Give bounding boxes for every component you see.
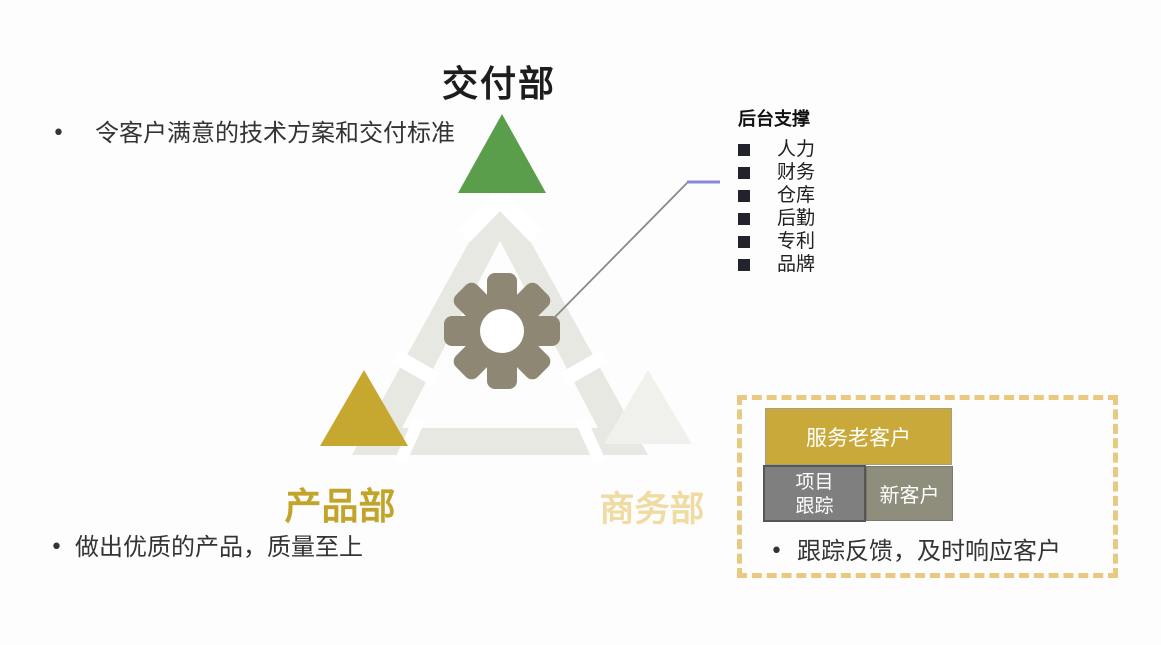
flow-box-project-tracking: 项目 跟踪 (763, 465, 866, 522)
delivery-dept-title: 交付部 (441, 64, 556, 105)
flow-box-serve-old-customers: 服务老客户 (765, 408, 952, 465)
list-item: 后勤 (738, 207, 888, 230)
list-item: 人力 (738, 138, 888, 161)
support-item-label: 专利 (777, 230, 816, 252)
ring-arrowhead-top (471, 211, 529, 247)
ring-gap-bottom-left (394, 417, 425, 465)
delivery-triangle (458, 114, 546, 193)
square-bullet-icon (738, 166, 750, 179)
support-panel: 后台支撑 人力 财务 仓库 后勤 专利 品牌 (738, 105, 888, 276)
connector-line (552, 181, 689, 320)
flow-box-project-tracking-line2: 跟踪 (795, 494, 834, 517)
list-item: 仓库 (738, 184, 888, 207)
dot-bullet-icon: • (50, 535, 63, 560)
square-bullet-icon (738, 235, 750, 248)
support-item-label: 品牌 (777, 253, 816, 275)
delivery-bullet: • 令客户满意的技术方案和交付标准 (52, 118, 512, 150)
dot-bullet-icon: • (770, 539, 783, 564)
dot-bullet-icon: • (52, 121, 65, 146)
square-bullet-icon (738, 143, 750, 156)
square-bullet-icon (738, 258, 750, 271)
flow-box-project-tracking-line1: 项目 (795, 470, 834, 493)
list-item: 专利 (738, 230, 888, 253)
product-bullet: • 做出优质的产品，质量至上 (50, 532, 470, 564)
business-bullet-text: 跟踪反馈，及时响应客户 (796, 537, 1061, 565)
ring-gap-bottom-right (575, 417, 606, 465)
product-triangle (320, 370, 408, 446)
support-item-label: 财务 (777, 161, 816, 183)
support-panel-title: 后台支撑 (738, 109, 810, 130)
ring-gap-left (391, 349, 441, 387)
support-item-label: 人力 (777, 138, 816, 160)
flow-box-new-customers: 新客户 (866, 466, 953, 521)
square-bullet-icon (738, 189, 750, 202)
ring-gap-top (457, 186, 543, 242)
product-dept-label: 产品部 (284, 485, 396, 528)
ring-gap-right (559, 349, 609, 387)
square-bullet-icon (738, 212, 750, 225)
business-flow-box: 服务老客户 项目 跟踪 新客户 • 跟踪反馈，及时响应客户 (737, 395, 1118, 578)
list-item: 品牌 (738, 253, 888, 276)
business-bullet: • 跟踪反馈，及时响应客户 (770, 536, 1100, 568)
business-triangle (604, 370, 692, 444)
support-item-label: 仓库 (777, 184, 816, 206)
gear-icon (444, 273, 560, 389)
business-dept-label: 商务部 (599, 490, 705, 530)
support-item-label: 后勤 (777, 207, 816, 229)
product-bullet-text: 做出优质的产品，质量至上 (74, 533, 363, 561)
delivery-bullet-text: 令客户满意的技术方案和交付标准 (94, 119, 455, 147)
list-item: 财务 (738, 161, 888, 184)
